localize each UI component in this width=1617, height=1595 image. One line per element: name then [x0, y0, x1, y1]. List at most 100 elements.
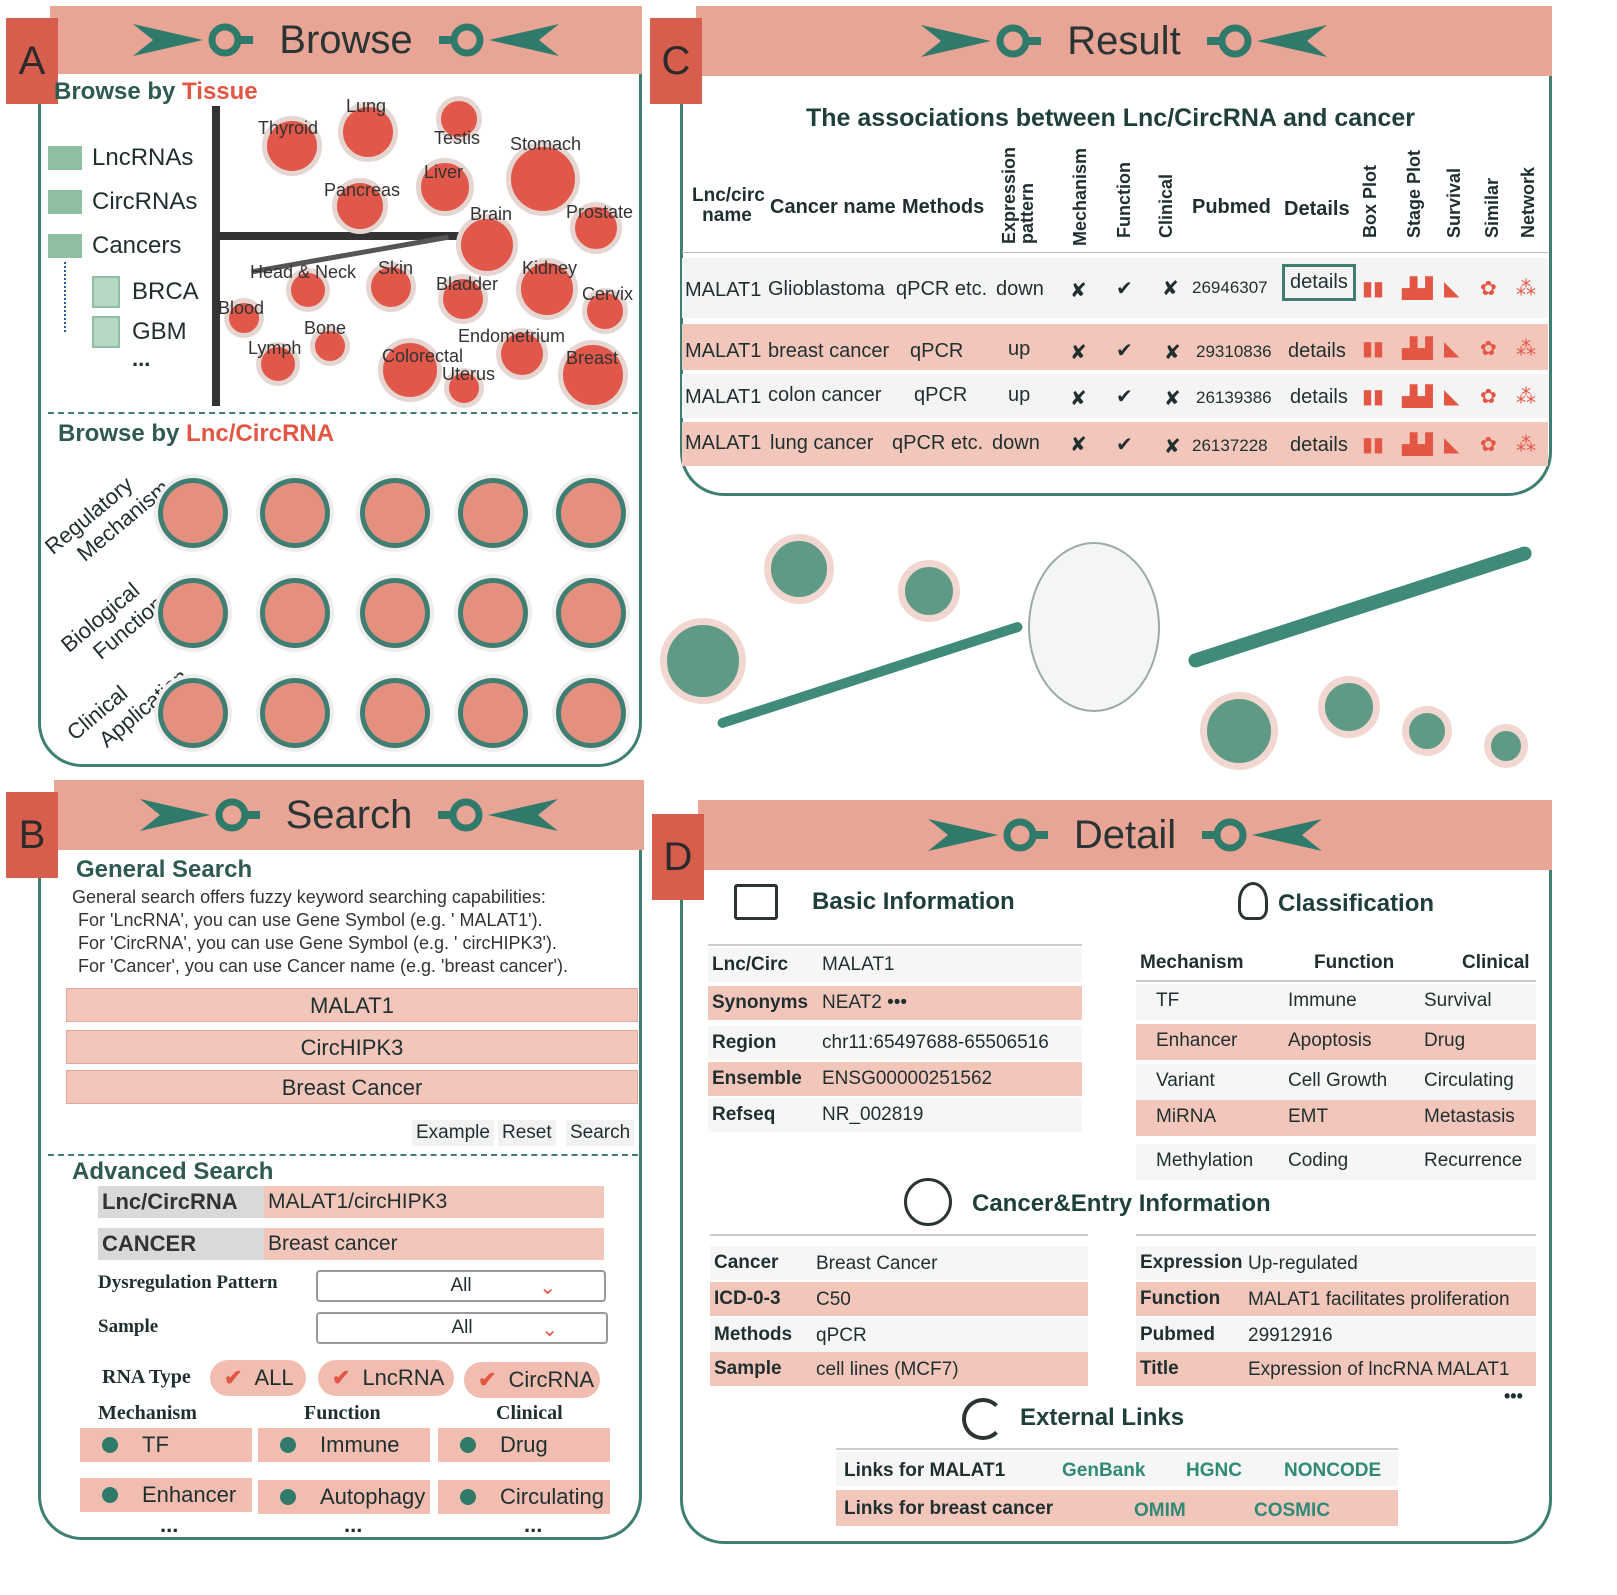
opt-drug[interactable]: Drug [438, 1428, 610, 1462]
organ-head-neck[interactable] [286, 268, 330, 312]
dysregulation-select[interactable]: All ⌄ [316, 1270, 606, 1302]
category-icon[interactable] [552, 674, 630, 752]
opt-immune[interactable]: Immune [258, 1428, 430, 1462]
survival-curve-icon[interactable]: ◣ [1444, 434, 1460, 456]
network-icon[interactable]: ⁂ [1516, 278, 1536, 300]
details-link[interactable]: details [1282, 264, 1356, 301]
lnc-input[interactable]: MALAT1/circHIPK3 [264, 1186, 604, 1218]
example-button[interactable]: Example [412, 1120, 494, 1146]
header-network: Network [1518, 166, 1538, 238]
bar-chart-icon[interactable]: ▮▮ [1362, 434, 1385, 456]
network-icon[interactable]: ⁂ [1516, 434, 1536, 456]
organ-blood[interactable] [224, 298, 264, 338]
sample-select[interactable]: All ⌄ [316, 1312, 608, 1344]
category-icon[interactable] [154, 674, 232, 752]
survival-curve-icon[interactable]: ◣ [1444, 338, 1460, 360]
network-icon[interactable]: ⁂ [1516, 386, 1536, 408]
similar-flower-icon[interactable]: ✿ [1480, 338, 1497, 360]
cancer-input[interactable]: Breast cancer [264, 1228, 604, 1260]
example-circhipk3[interactable]: CircHIPK3 [66, 1030, 638, 1064]
search-title: Search [285, 792, 413, 837]
cell-pubmed[interactable]: 26946307 [1192, 278, 1268, 297]
survival-curve-icon[interactable]: ◣ [1444, 386, 1460, 408]
cell-pubmed[interactable]: 29310836 [1196, 342, 1272, 361]
category-icon[interactable] [454, 574, 532, 652]
similar-flower-icon[interactable]: ✿ [1480, 278, 1497, 300]
stage-chart-icon[interactable]: ▟▟ [1402, 278, 1433, 300]
link-omim[interactable]: OMIM [1134, 1500, 1186, 1521]
tree-item-cancers[interactable]: Cancers [48, 232, 181, 260]
table-row [682, 374, 1548, 418]
header-stage-plot: Stage Plot [1404, 149, 1424, 238]
opt-autophagy[interactable]: Autophagy [258, 1480, 430, 1514]
organ-kidney[interactable] [516, 258, 578, 320]
organ-uterus[interactable] [444, 368, 484, 408]
category-icon[interactable] [454, 674, 532, 752]
bar-chart-icon[interactable]: ▮▮ [1362, 338, 1385, 360]
organ-cervix[interactable] [582, 288, 628, 334]
organ-stomach[interactable] [506, 142, 580, 216]
illustration [650, 520, 1550, 790]
category-icon[interactable] [552, 474, 630, 552]
category-icon[interactable] [356, 574, 434, 652]
organ-bone[interactable] [310, 326, 350, 366]
link-noncode[interactable]: NONCODE [1284, 1460, 1382, 1481]
organ-endometrium[interactable] [496, 328, 548, 380]
cell-pubmed[interactable]: 26137228 [1192, 436, 1268, 455]
bar-chart-icon[interactable]: ▮▮ [1362, 278, 1385, 300]
tree-item-circrnas[interactable]: CircRNAs [48, 188, 197, 216]
link-cosmic[interactable]: COSMIC [1254, 1500, 1330, 1521]
organ-bladder[interactable] [438, 274, 488, 324]
category-icon[interactable] [256, 474, 334, 552]
bar-chart-icon[interactable]: ▮▮ [1362, 386, 1385, 408]
organ-liver[interactable] [416, 158, 474, 216]
organ-pancreas[interactable] [332, 178, 388, 234]
example-malat1[interactable]: MALAT1 [66, 988, 638, 1022]
check-icon: ✔ [332, 1365, 351, 1390]
tree-item-lncrnas[interactable]: LncRNAs [48, 144, 193, 172]
opt-tf[interactable]: TF [80, 1428, 252, 1462]
stage-chart-icon[interactable]: ▟▟ [1402, 338, 1433, 360]
organ-thyroid[interactable] [262, 116, 322, 176]
opt-enhancer[interactable]: Enhancer [80, 1478, 252, 1512]
organ-colorectal[interactable] [378, 338, 442, 402]
organ-brain[interactable] [456, 214, 518, 276]
details-link[interactable]: details [1290, 386, 1348, 408]
similar-flower-icon[interactable]: ✿ [1480, 386, 1497, 408]
rna-type-circrna[interactable]: ✔CircRNA [464, 1362, 600, 1398]
category-icon[interactable] [154, 474, 232, 552]
stage-chart-icon[interactable]: ▟▟ [1402, 386, 1433, 408]
category-icon[interactable] [356, 674, 434, 752]
cell-icon [764, 534, 834, 604]
link-genbank[interactable]: GenBank [1062, 1460, 1146, 1481]
organ-skin[interactable] [366, 262, 416, 312]
stage-chart-icon[interactable]: ▟▟ [1402, 434, 1433, 456]
category-icon[interactable] [356, 474, 434, 552]
survival-curve-icon[interactable]: ◣ [1444, 278, 1460, 300]
reset-button[interactable]: Reset [498, 1120, 556, 1146]
link-hgnc[interactable]: HGNC [1186, 1460, 1242, 1481]
network-icon[interactable]: ⁂ [1516, 338, 1536, 360]
organ-prostate[interactable] [570, 202, 622, 254]
organ-lymph[interactable] [256, 342, 300, 386]
category-icon[interactable] [256, 674, 334, 752]
opt-circulating[interactable]: Circulating [438, 1480, 610, 1514]
similar-flower-icon[interactable]: ✿ [1480, 434, 1497, 456]
category-icon[interactable] [154, 574, 232, 652]
category-icon[interactable] [454, 474, 532, 552]
tree-item-gbm[interactable]: GBM [92, 316, 187, 348]
search-button[interactable]: Search [566, 1120, 635, 1146]
category-icon[interactable] [552, 574, 630, 652]
example-breast-cancer[interactable]: Breast Cancer [66, 1070, 638, 1104]
rna-type-lncrna[interactable]: ✔LncRNA [318, 1360, 454, 1396]
organ-lung[interactable] [338, 102, 398, 162]
organ-testis[interactable] [436, 96, 482, 142]
rna-type-all[interactable]: ✔ALL [210, 1360, 306, 1396]
organ-breast[interactable] [558, 340, 628, 410]
details-link[interactable]: details [1288, 340, 1346, 362]
id-card-icon [734, 884, 778, 920]
cell-pubmed[interactable]: 26139386 [1196, 388, 1272, 407]
category-icon[interactable] [256, 574, 334, 652]
tree-item-brca[interactable]: BRCA [92, 276, 199, 308]
details-link[interactable]: details [1290, 434, 1348, 456]
